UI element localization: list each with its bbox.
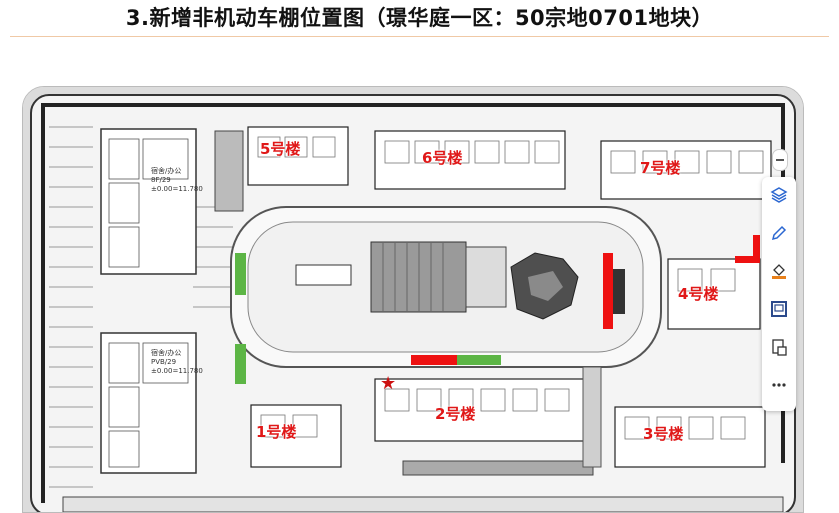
building-2-label: 2号楼	[435, 405, 476, 423]
frame-icon[interactable]	[767, 297, 791, 321]
bike-shed-red-east	[603, 253, 613, 329]
block-top-floors: 8F/29	[151, 176, 171, 184]
collapse-toolbar-button[interactable]	[772, 149, 788, 171]
site-plan-drawing	[23, 87, 803, 512]
fill-icon[interactable]	[767, 259, 791, 283]
pen-icon[interactable]	[767, 221, 791, 245]
layers-icon[interactable]	[767, 183, 791, 207]
bike-shed-red-corner-vertical	[753, 235, 760, 263]
building-7-label: 7号楼	[640, 159, 681, 177]
block-bottom-note: ±0.00=11.780	[151, 367, 203, 375]
star-marker: ★	[380, 373, 397, 394]
building-6-label: 6号楼	[422, 149, 463, 167]
block-bottom-floors: PVB/29	[151, 358, 177, 366]
toolbar-panel	[762, 177, 796, 411]
page-icon[interactable]	[767, 335, 791, 359]
title-divider	[10, 36, 829, 37]
bike-shed-green-center	[457, 355, 501, 365]
building-5-label: 5号楼	[260, 140, 301, 158]
site-plan: 5号楼 6号楼 7号楼 4号楼 1号楼 2号楼 3号楼 宿舍/办公 8F/29 …	[22, 86, 804, 513]
building-1-label: 1号楼	[256, 423, 297, 441]
more-icon[interactable]	[767, 373, 791, 397]
floating-toolbar	[762, 149, 796, 411]
block-bottom-annotation: 宿舍/办公 PVB/29 ±0.00=11.780	[151, 349, 203, 376]
block-bottom-name: 宿舍/办公	[151, 349, 182, 357]
block-top-name: 宿舍/办公	[151, 167, 182, 175]
page-title: 3.新增非机动车棚位置图（璟华庭一区：50宗地0701地块）	[125, 6, 714, 30]
building-4-label: 4号楼	[678, 285, 719, 303]
block-top-note: ±0.00=11.780	[151, 185, 203, 193]
bike-shed-red-center	[411, 355, 457, 365]
block-top-annotation: 宿舍/办公 8F/29 ±0.00=11.780	[151, 167, 203, 194]
bike-shed-green-left-lower	[235, 344, 246, 384]
building-3-label: 3号楼	[643, 425, 684, 443]
bike-shed-green-left-upper	[235, 253, 246, 295]
bike-shed-red-corner-horizontal	[735, 256, 760, 263]
